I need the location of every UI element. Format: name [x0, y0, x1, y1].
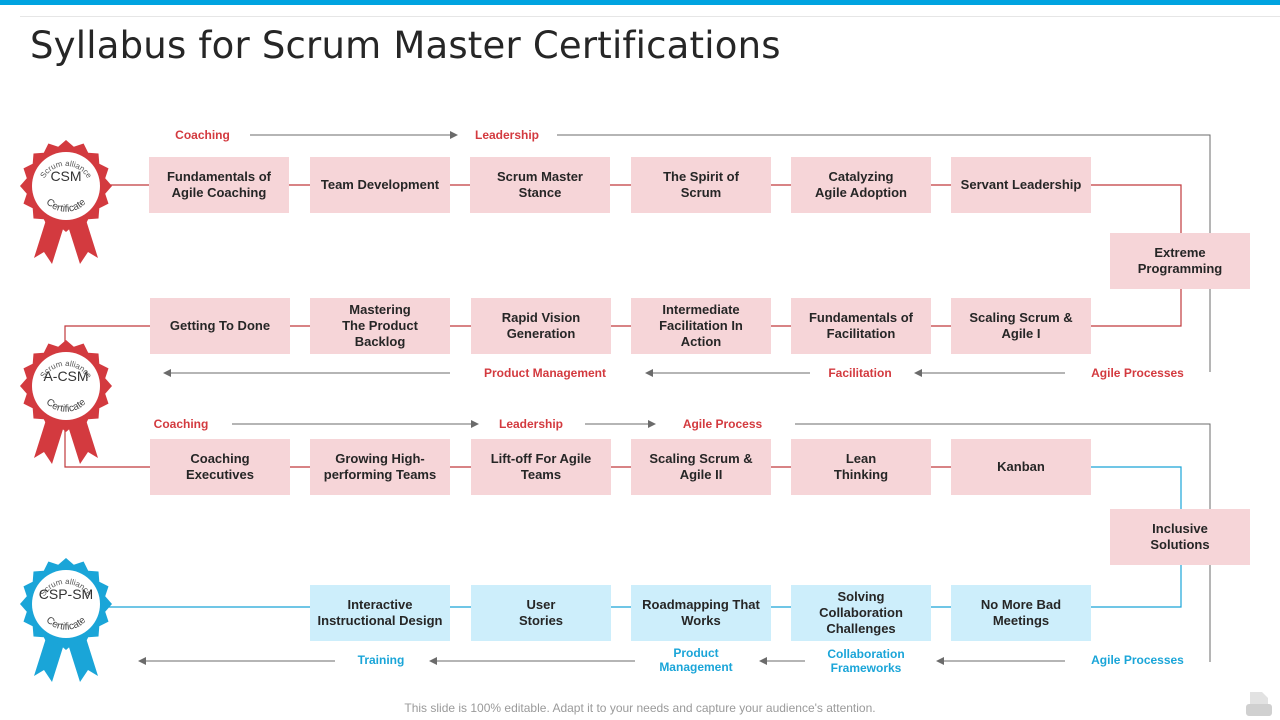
- ribbon-left: [34, 420, 64, 464]
- badge-name: CSP-SM: [38, 586, 94, 602]
- ribbon-right: [68, 420, 98, 464]
- label-agile-processes: Agile Processes: [1091, 653, 1184, 667]
- course-box: Servant Leadership: [951, 157, 1091, 213]
- page-title: Syllabus for Scrum Master Certifications: [30, 24, 781, 67]
- course-box: Intermediate Facilitation In Action: [631, 298, 771, 354]
- label-product-management: Product Management: [483, 366, 606, 380]
- course-box: Catalyzing Agile Adoption: [791, 157, 931, 213]
- label-product-management: Product Management: [659, 646, 733, 674]
- course-box: Roadmapping That Works: [631, 585, 771, 641]
- seal-inner: [32, 570, 100, 638]
- badge-name: CSM: [50, 168, 82, 184]
- course-box: Fundamentals of Agile Coaching: [149, 157, 289, 213]
- course-box: Interactive Instructional Design: [310, 585, 450, 641]
- label-collaboration-frameworks: Collaboration Frameworks: [827, 647, 905, 675]
- course-box: Lean Thinking: [791, 439, 931, 495]
- course-box: Lift-off For Agile Teams: [471, 439, 611, 495]
- course-box: Scaling Scrum & Agile I: [951, 298, 1091, 354]
- badge-bottom-text: Certificate: [44, 197, 89, 215]
- course-box: Team Development: [310, 157, 450, 213]
- course-box: Coaching Executives: [150, 439, 290, 495]
- label-agile-processes: Agile Processes: [1091, 366, 1184, 380]
- label-coaching: Coaching: [153, 417, 209, 431]
- course-box: The Spirit of Scrum: [631, 157, 771, 213]
- ribbon-right: [68, 220, 98, 264]
- badge-bottom-text: Certificate: [44, 397, 89, 415]
- course-box: Scaling Scrum & Agile II: [631, 439, 771, 495]
- course-box: User Stories: [471, 585, 611, 641]
- label-facilitation: Facilitation: [828, 366, 892, 380]
- ribbon-right: [68, 638, 98, 682]
- label-coaching: Coaching: [175, 128, 230, 142]
- course-box: No More Bad Meetings: [951, 585, 1091, 641]
- course-box: Inclusive Solutions: [1110, 509, 1250, 565]
- course-box: Extreme Programming: [1110, 233, 1250, 289]
- course-box: Mastering The Product Backlog: [310, 298, 450, 354]
- ribbon-left: [34, 638, 64, 682]
- badge-bottom-text: Certificate: [44, 615, 89, 633]
- footer-note: This slide is 100% editable. Adapt it to…: [404, 701, 876, 715]
- label-leadership: Leadership: [474, 128, 540, 142]
- label-agile-process: Agile Process: [682, 417, 763, 431]
- course-box: Fundamentals of Facilitation: [791, 298, 931, 354]
- course-box: Scrum Master Stance: [470, 157, 610, 213]
- top-divider: [20, 16, 1280, 17]
- course-box: Getting To Done: [150, 298, 290, 354]
- badge-name: A-CSM: [43, 368, 89, 384]
- course-box: Solving Collaboration Challenges: [791, 585, 931, 641]
- seal-inner: [32, 152, 100, 220]
- label-training: Training: [357, 653, 405, 667]
- course-box: Rapid Vision Generation: [471, 298, 611, 354]
- course-box: Kanban: [951, 439, 1091, 495]
- seal-inner: [32, 352, 100, 420]
- label-leadership: Leadership: [498, 417, 564, 431]
- top-accent-bar: [0, 0, 1280, 5]
- ribbon-left: [34, 220, 64, 264]
- slide-corner-icon: [1246, 692, 1272, 716]
- course-box: Growing High- performing Teams: [310, 439, 450, 495]
